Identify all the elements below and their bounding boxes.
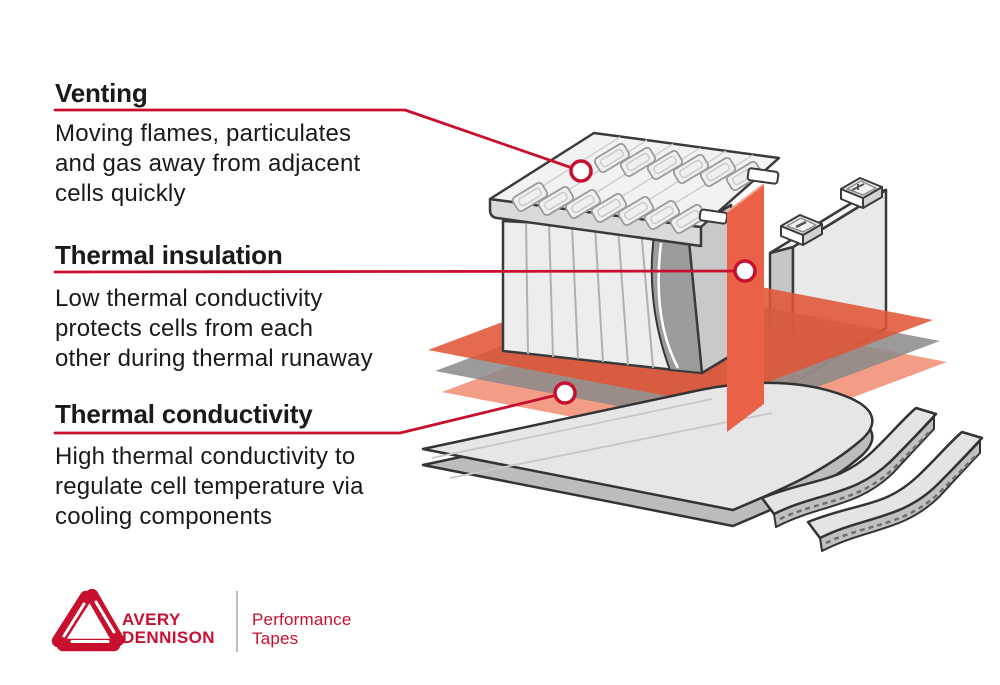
division-line: Tapes	[252, 629, 299, 648]
venting-leader-line	[53, 108, 583, 173]
callout-body-line: cooling components	[55, 503, 273, 530]
tape-strips	[760, 406, 984, 552]
insulation-marker-dot	[733, 259, 757, 283]
cell-terminal-icon	[780, 214, 823, 246]
avery-dennison-logo-icon	[51, 588, 125, 652]
division-line: Performance	[252, 610, 352, 629]
lid-cell-tops-front-row	[511, 181, 707, 235]
brand-line: DENNISON	[122, 628, 215, 647]
venting-marker-dot	[569, 159, 593, 183]
lid-latch-tabs	[698, 167, 780, 225]
callout-body-line: Low thermal conductivity	[55, 285, 323, 312]
callout-body-line: regulate cell temperature via	[55, 473, 364, 500]
conductivity-marker-dot	[553, 381, 577, 405]
module-insulation-wedge	[650, 228, 703, 374]
division-wordmark: Performance Tapes	[252, 610, 352, 648]
conductivity-leader-line	[53, 391, 567, 435]
brand-line: AVERY	[122, 610, 181, 629]
callout-body-line: Moving flames, particulates	[55, 120, 352, 147]
tape-strip	[760, 406, 938, 528]
callout-title-thermal-insulation: Thermal insulation	[55, 240, 283, 270]
callout-body-line: High thermal conductivity to	[55, 443, 356, 470]
tape-strip	[806, 430, 984, 552]
insulation-leader-line	[53, 269, 747, 274]
thermal-insulation-sheet	[726, 183, 765, 432]
callout-body-thermal-conductivity: High thermal conductivity to regulate ce…	[55, 442, 364, 532]
callout-body-line: other during thermal runaway	[55, 345, 373, 372]
cell-terminal-icon	[840, 177, 883, 209]
callout-title-venting: Venting	[55, 78, 148, 108]
callout-body-line: and gas away from adjacent	[55, 150, 361, 177]
callout-body-line: cells quickly	[55, 180, 186, 207]
callout-lines	[53, 108, 747, 435]
lid-cell-tops-back-row	[593, 142, 763, 192]
callout-body-venting: Moving flames, particulates and gas away…	[55, 119, 360, 209]
callout-title-thermal-conductivity: Thermal conductivity	[55, 399, 313, 429]
battery-module	[488, 131, 781, 375]
brand-wordmark: AVERY DENNISON	[122, 611, 215, 647]
callout-body-line: protects cells from each	[55, 315, 314, 342]
callout-dots	[553, 159, 757, 405]
callout-body-thermal-insulation: Low thermal conductivity protects cells …	[55, 284, 373, 374]
cooling-plate	[421, 381, 874, 528]
